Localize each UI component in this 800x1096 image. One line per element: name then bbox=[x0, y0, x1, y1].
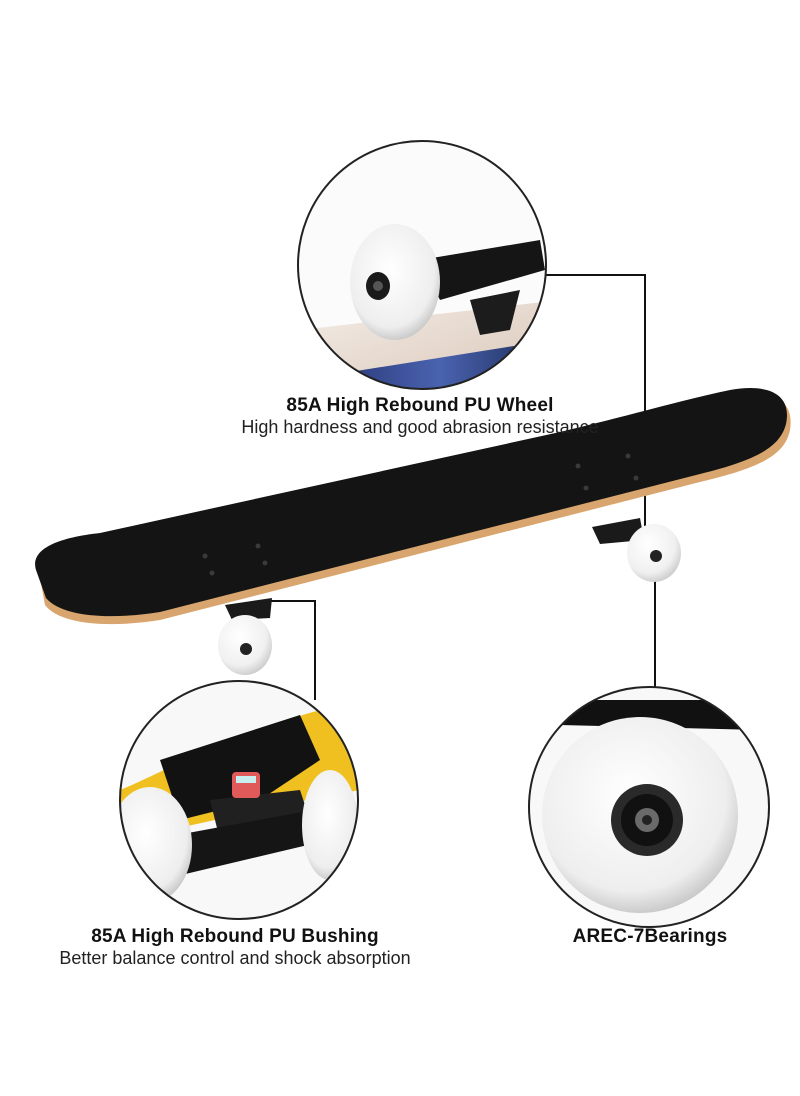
bearings-title: AREC-7Bearings bbox=[572, 926, 728, 947]
wheel-subtitle: High hardness and good abrasion resistan… bbox=[241, 417, 599, 437]
bushing-closeup bbox=[119, 680, 359, 920]
bushing-subtitle: Better balance control and shock absorpt… bbox=[59, 948, 411, 968]
wheel-closeup bbox=[297, 140, 547, 390]
wheel-caption: 85A High Rebound PU Wheel High hardness … bbox=[160, 395, 680, 438]
leader-line-bushing bbox=[270, 600, 316, 700]
skateboard bbox=[35, 388, 791, 675]
wheel-title: 85A High Rebound PU Wheel bbox=[286, 395, 554, 416]
front-truck bbox=[592, 518, 681, 582]
rear-truck bbox=[218, 598, 272, 675]
deck-bolts bbox=[202, 453, 639, 576]
bushing-title: 85A High Rebound PU Bushing bbox=[91, 926, 379, 947]
bearings-closeup bbox=[528, 686, 770, 928]
deck-griptape bbox=[35, 388, 787, 617]
bearings-caption: AREC-7Bearings bbox=[545, 926, 755, 948]
bushing-caption: 85A High Rebound PU Bushing Better balan… bbox=[0, 926, 470, 969]
